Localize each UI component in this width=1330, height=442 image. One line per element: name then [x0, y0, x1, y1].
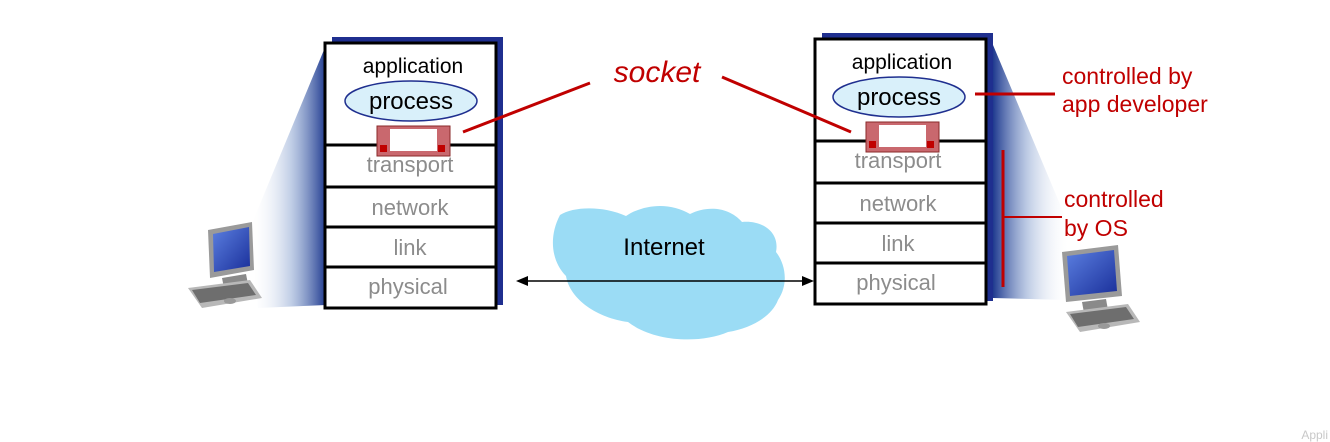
right-application-label: application [852, 51, 952, 74]
left-link-label: link [393, 235, 427, 260]
right-transport-label: transport [855, 148, 942, 173]
right-process-label: process [857, 84, 941, 111]
internet-cloud [552, 205, 785, 340]
socket-pointer-left [462, 81, 591, 134]
right-host-beam [993, 45, 1070, 300]
left-process-oval [344, 80, 478, 122]
app-developer-label-line1: controlled by [1062, 63, 1193, 89]
right-link-label: link [881, 231, 915, 256]
right-socket-door [865, 121, 940, 153]
left-process-label: process [369, 88, 453, 115]
right-physical-label: physical [856, 270, 935, 295]
left-application-label: application [363, 55, 463, 78]
internet-label: Internet [623, 234, 705, 261]
socket-pointer-right [721, 75, 852, 134]
right-process-oval [832, 76, 966, 118]
footer-text: Appli [1301, 428, 1328, 442]
left-network-label: network [371, 195, 449, 220]
left-host-beam [250, 45, 326, 308]
left-stack [323, 41, 498, 310]
left-computer-icon [188, 222, 262, 308]
left-physical-label: physical [368, 274, 447, 299]
left-transport-label: transport [367, 152, 454, 177]
right-computer-icon [1062, 245, 1140, 332]
os-label-line2: by OS [1064, 215, 1128, 241]
left-socket-door [376, 125, 451, 157]
os-label-line1: controlled [1064, 186, 1164, 212]
internet-double-arrow [516, 276, 814, 286]
socket-label: socket [614, 56, 702, 89]
app-developer-label-line2: app developer [1062, 91, 1208, 117]
right-network-label: network [859, 191, 937, 216]
